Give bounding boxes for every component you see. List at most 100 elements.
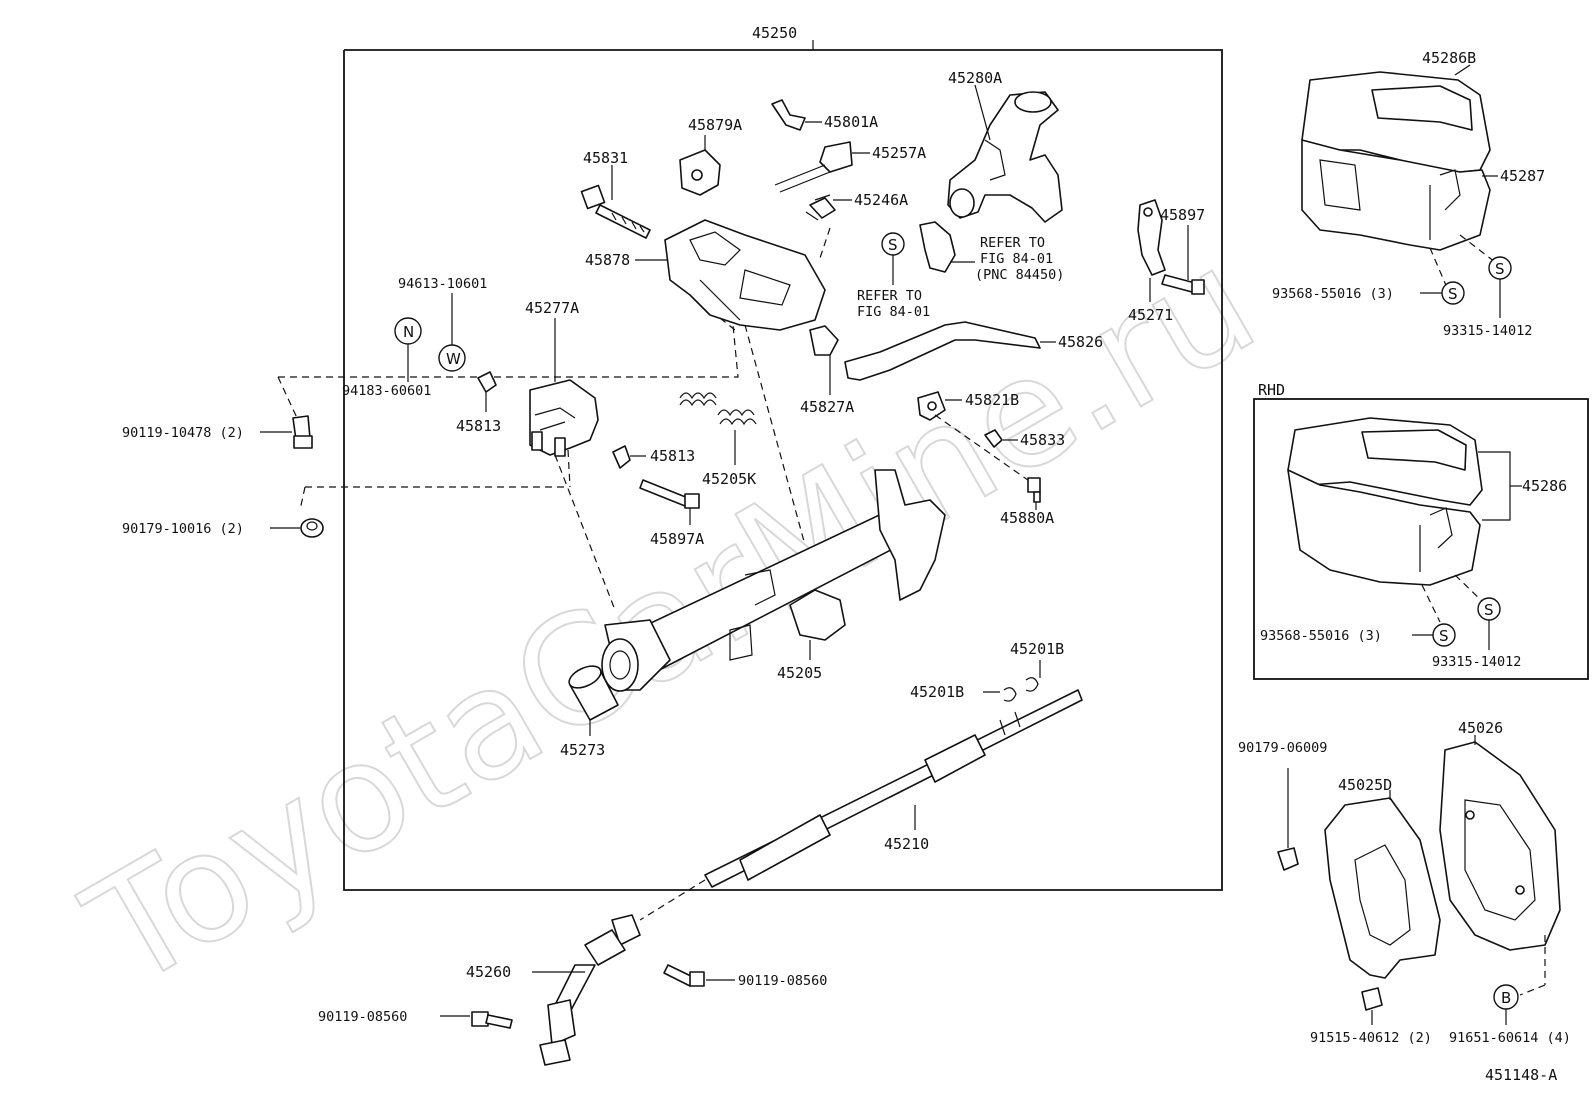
- symbol-w-icon: W: [438, 344, 466, 372]
- label-45821B: 45821B: [965, 391, 1019, 409]
- label-90179-06009: 90179-06009: [1238, 740, 1327, 756]
- label-45286: 45286: [1522, 477, 1567, 495]
- label-45026: 45026: [1458, 719, 1503, 737]
- label-91651-60614: 91651-60614 (4): [1449, 1030, 1571, 1046]
- bolt-90119-08560-b: [471, 1011, 513, 1029]
- rhd-label: RHD: [1258, 381, 1285, 399]
- label-93315-14012-b: 93315-14012: [1432, 654, 1521, 670]
- label-45833: 45833: [1020, 431, 1065, 449]
- bolt-45897: [1161, 274, 1205, 295]
- column-tube: [601, 469, 946, 692]
- label-91515-40612: 91515-40612 (2): [1310, 1030, 1432, 1046]
- svg-text:N: N: [403, 323, 414, 341]
- symbol-s-icon: S: [1441, 281, 1465, 305]
- column-cover-rhd: [1287, 417, 1483, 586]
- label-45280A: 45280A: [948, 69, 1002, 87]
- springs-45205K: [679, 392, 757, 426]
- label-93568-55016-b: 93568-55016 (3): [1260, 628, 1382, 644]
- refer-note-1-line2: FIG 84-01: [980, 251, 1053, 267]
- label-45210: 45210: [884, 835, 929, 853]
- nut-45833: [984, 429, 1003, 448]
- label-90179-10016: 90179-10016 (2): [122, 521, 244, 537]
- bracket-45205: [789, 589, 846, 641]
- label-90119-08560-a: 90119-08560: [738, 973, 827, 989]
- label-45201B-a: 45201B: [910, 683, 964, 701]
- label-45813-a: 45813: [456, 417, 501, 435]
- label-45826: 45826: [1058, 333, 1103, 351]
- bolt-45897A: [639, 479, 700, 509]
- key-cylinder-part: [919, 221, 956, 273]
- snap-ring-45201B-b: [1025, 677, 1039, 692]
- svg-text:S: S: [1439, 627, 1449, 645]
- column-bracket-45878: [664, 219, 826, 331]
- column-cover-upper: [1301, 71, 1491, 251]
- clip-45801A: [771, 99, 806, 131]
- intermediate-shaft-45260: [539, 914, 641, 1066]
- steering-shaft-45210: [704, 689, 1083, 888]
- bolt-45880A: [1027, 477, 1041, 503]
- dust-cover-45026: [1439, 741, 1561, 951]
- dust-cover-45025D: [1324, 797, 1441, 979]
- label-93315-14012-a: 93315-14012: [1443, 323, 1532, 339]
- label-45878: 45878: [585, 251, 630, 269]
- clip-45813-b: [612, 445, 631, 469]
- bracket-45277A: [529, 379, 599, 457]
- main-assembly-frame: [343, 40, 1223, 891]
- label-45257A: 45257A: [872, 144, 926, 162]
- clip-90179-06009: [1277, 847, 1299, 871]
- label-45260: 45260: [466, 963, 511, 981]
- bracket-45257A: [774, 141, 853, 193]
- svg-text:S: S: [1495, 260, 1505, 278]
- clip-45827A: [809, 325, 839, 356]
- refer-note-2-line2: FIG 84-01: [857, 304, 930, 320]
- label-45813-b: 45813: [650, 447, 695, 465]
- label-45025D: 45025D: [1338, 776, 1392, 794]
- refer-note-1-line1: REFER TO: [980, 235, 1045, 251]
- label-94613-10601: 94613-10601: [398, 276, 487, 292]
- symbol-n-icon: N: [394, 317, 422, 345]
- label-45277A: 45277A: [525, 299, 579, 317]
- symbol-s-icon: S: [881, 232, 905, 256]
- bolt-45831: [580, 184, 651, 239]
- svg-text:B: B: [1501, 989, 1511, 1007]
- nut-91515-40612: [1361, 987, 1383, 1011]
- label-45205K: 45205K: [702, 470, 756, 488]
- label-45897A: 45897A: [650, 530, 704, 548]
- bushing-45273: [568, 665, 619, 721]
- label-45246A: 45246A: [854, 191, 908, 209]
- label-45271: 45271: [1128, 306, 1173, 324]
- symbol-s-icon: S: [1488, 256, 1512, 280]
- svg-text:S: S: [888, 236, 898, 254]
- label-45897: 45897: [1160, 206, 1205, 224]
- nut-90179-10016: [300, 518, 324, 538]
- label-90119-10478: 90119-10478 (2): [122, 425, 244, 441]
- snap-ring-45201B-a: [1003, 687, 1017, 702]
- refer-note-1-line3: (PNC 84450): [975, 267, 1064, 283]
- frame-part-number: 45250: [752, 24, 797, 42]
- refer-note-2-line1: REFER TO: [857, 288, 922, 304]
- label-45287: 45287: [1500, 167, 1545, 185]
- rhd-inset-frame: [1253, 398, 1589, 680]
- label-45831: 45831: [583, 149, 628, 167]
- label-94183-60601: 94183-60601: [342, 383, 431, 399]
- label-45273: 45273: [560, 741, 605, 759]
- bolt-90119-10478: [292, 415, 313, 449]
- figure-code: 451148-A: [1485, 1066, 1557, 1084]
- label-93568-55016-a: 93568-55016 (3): [1272, 286, 1394, 302]
- label-45205: 45205: [777, 664, 822, 682]
- label-45286B: 45286B: [1422, 49, 1476, 67]
- bracket-45826: [844, 321, 1041, 381]
- label-45880A: 45880A: [1000, 509, 1054, 527]
- bracket-45879A: [679, 149, 721, 196]
- label-45201B-b: 45201B: [1010, 640, 1064, 658]
- lever-45271: [1137, 199, 1166, 276]
- svg-text:S: S: [1448, 285, 1458, 303]
- symbol-s-icon: S: [1477, 597, 1501, 621]
- label-45827A: 45827A: [800, 398, 854, 416]
- column-housing-45280A: [947, 91, 1063, 223]
- clip-45813-a: [477, 371, 497, 393]
- symbol-b-icon: B: [1493, 984, 1519, 1010]
- spring-clip-45246A: [805, 194, 836, 221]
- bolt-90119-08560-a: [663, 964, 705, 987]
